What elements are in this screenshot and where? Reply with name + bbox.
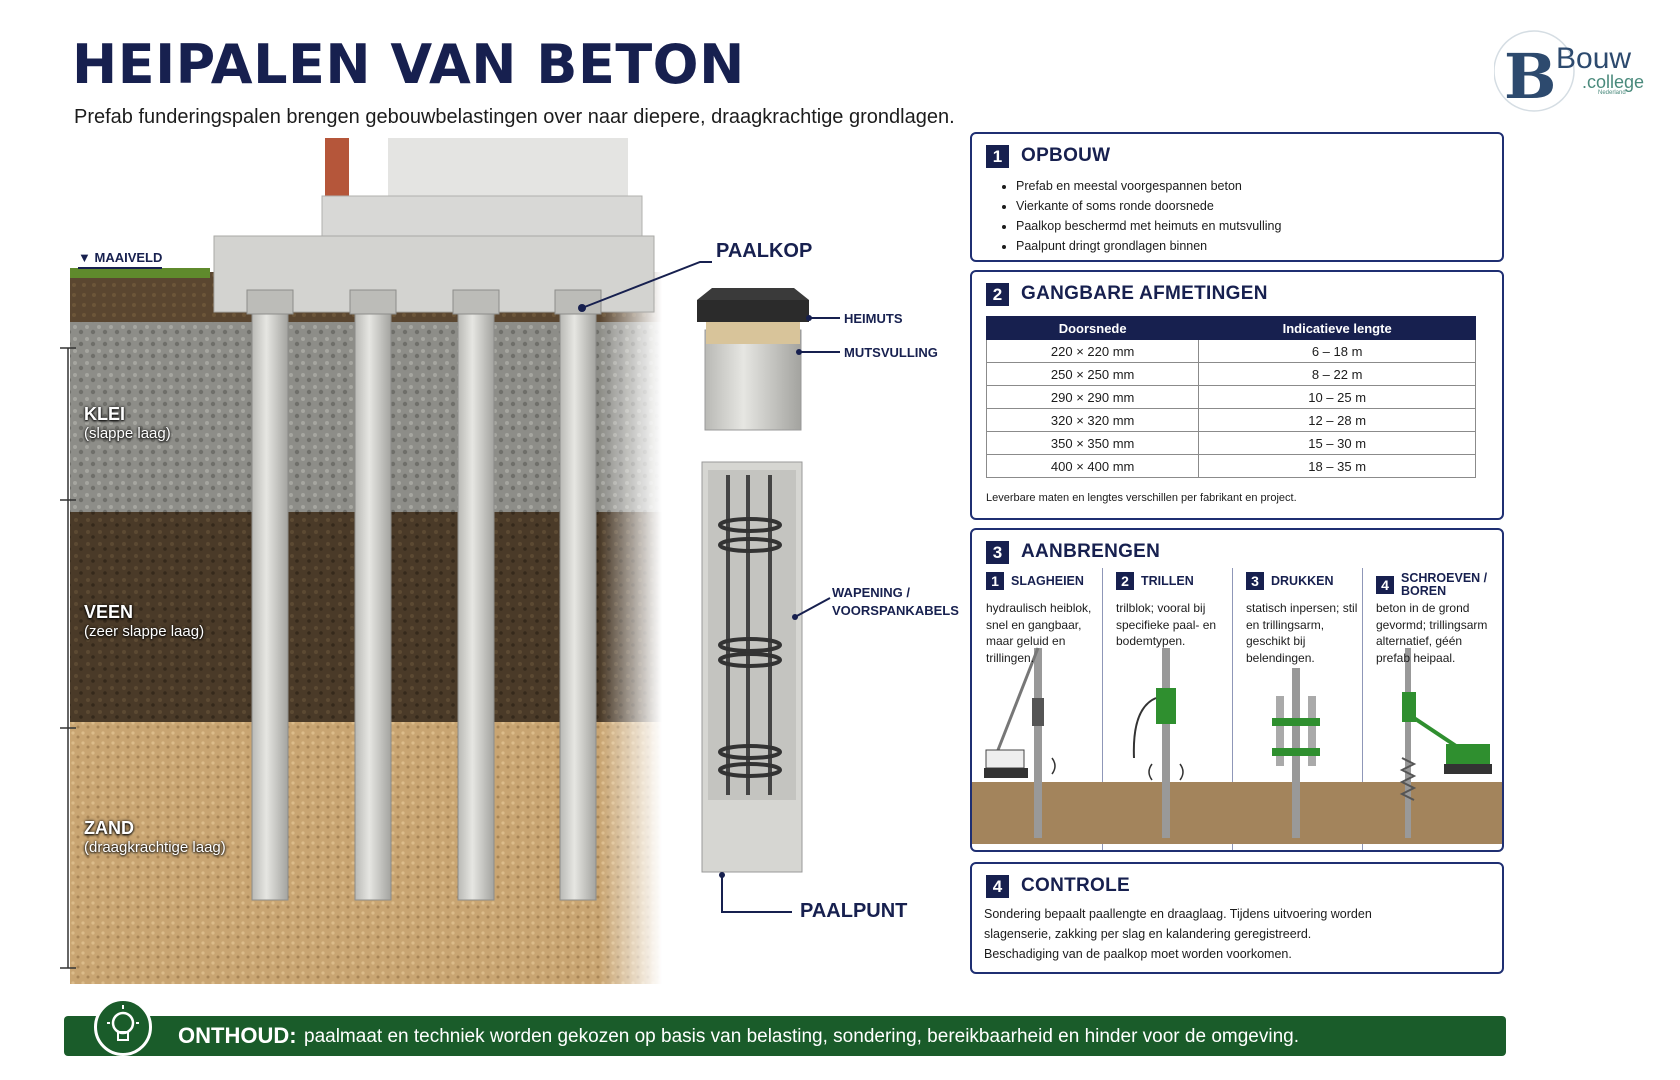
- method-title: DRUKKEN: [1271, 573, 1334, 588]
- method-description: statisch inpersen; stil en trillingsarm,…: [1246, 601, 1358, 665]
- method-number: 1: [986, 572, 1004, 590]
- list-item: Paalpunt dringt grondlagen binnen: [1016, 236, 1281, 256]
- layer-label-veen: VEEN (zeer slappe laag): [84, 602, 205, 640]
- panel-opbouw-header: 1 OPBOUW: [986, 144, 1110, 168]
- table-cell: 12 – 28 m: [1198, 408, 1476, 432]
- mutsvulling-label: MUTSVULLING: [844, 345, 938, 360]
- controle-text: Sondering bepaalt paallengte en draaglaa…: [984, 907, 1372, 961]
- logo-sub: .college: [1582, 72, 1645, 92]
- panel-number: 1: [986, 144, 1009, 168]
- table-cell: 220 × 220 mm: [985, 339, 1200, 363]
- method-number: 2: [1116, 572, 1134, 590]
- pile-head-detail: [697, 288, 840, 431]
- brick-wall: [325, 138, 349, 204]
- onthoud-banner: [64, 1016, 1506, 1056]
- foundation-illustration: [60, 138, 840, 990]
- method-schroeven-boren: 4 SCHROEVEN /BOREN beton in de grond gev…: [1362, 568, 1502, 850]
- panel-afmetingen: 2 GANGBARE AFMETINGEN Doorsnede Indicati…: [970, 270, 1504, 520]
- table-cell: 320 × 320 mm: [985, 408, 1200, 432]
- table-cell: 290 × 290 mm: [985, 385, 1200, 409]
- table-cell: 10 – 25 m: [1198, 385, 1476, 409]
- pile-rebar-detail: [701, 461, 831, 913]
- logo-letter: B: [1504, 40, 1556, 113]
- method-title: TRILLEN: [1141, 573, 1194, 588]
- panel-controle: 4 CONTROLE Sondering bepaalt paallengte …: [970, 862, 1504, 974]
- grass-strip: [70, 268, 210, 278]
- table-cell: 400 × 400 mm: [985, 454, 1200, 478]
- paalpunt-label: PAALPUNT: [800, 900, 908, 922]
- method-number: 4: [1376, 576, 1394, 594]
- dimensions-table: Doorsnede Indicatieve lengte 220 × 220 m…: [985, 316, 1476, 478]
- panel-number: 2: [986, 282, 1009, 306]
- methods-grid: 1 SLAGHEIEN hydraulisch heiblok, snel en …: [972, 568, 1502, 850]
- list-item: Prefab en meestal voorgespannen beton: [1016, 176, 1281, 196]
- panel-afmetingen-header: 2 GANGBARE AFMETINGEN: [986, 282, 1268, 306]
- table-header-row: Doorsnede Indicatieve lengte: [985, 316, 1476, 340]
- table-cell: 18 – 35 m: [1198, 454, 1476, 478]
- heimuts-label: HEIMUTS: [844, 311, 903, 326]
- layer-label-klei: KLEI (slappe laag): [84, 404, 171, 442]
- panel-title: CONTROLE: [1021, 875, 1131, 896]
- table-cell: 250 × 250 mm: [985, 362, 1200, 386]
- panel-aanbrengen-header: 3 AANBRENGEN: [986, 540, 1160, 564]
- logo-tiny: Nederland: [1598, 90, 1626, 96]
- method-title: SCHROEVEN /BOREN: [1401, 571, 1488, 598]
- panel-number: 3: [986, 540, 1009, 564]
- list-item: Vierkante of soms ronde doorsnede: [1016, 196, 1281, 216]
- table-cell: 350 × 350 mm: [985, 431, 1200, 455]
- method-description: hydraulisch heiblok, snel en gangbaar, m…: [986, 601, 1092, 665]
- panel-aanbrengen: 3 AANBRENGEN 1 SLAGHEIEN hydraulisch heib…: [970, 528, 1504, 852]
- opbouw-list: Prefab en meestal voorgespannen beton Vi…: [1002, 176, 1281, 256]
- panel-opbouw: 1 OPBOUW Prefab en meestal voorgespannen…: [970, 132, 1504, 262]
- method-description: beton in de grond gevormd; trillingsarm …: [1376, 601, 1488, 665]
- wapening-label: WAPENING / VOORSPANKABELS: [832, 585, 959, 618]
- method-description: trilblok; vooral bij specifieke paal- en…: [1116, 601, 1217, 648]
- vibratory-hammer-illustration: [1102, 568, 1232, 850]
- paalkop-label: PAALKOP: [716, 240, 813, 262]
- table-cell: 6 – 18 m: [1198, 339, 1476, 363]
- banner-title: ONTHOUD:: [178, 1023, 297, 1048]
- table-cell: 15 – 30 m: [1198, 431, 1476, 455]
- table-cell: 8 – 22 m: [1198, 362, 1476, 386]
- panel-title: AANBRENGEN: [1021, 541, 1161, 562]
- method-drukken: 3 DRUKKEN statisch inpersen; stil en tril…: [1232, 568, 1362, 850]
- lightbulb-icon: [94, 998, 152, 1056]
- panel-title: GANGBARE AFMETINGEN: [1021, 283, 1268, 304]
- pile-driver-illustration: [972, 647, 1102, 844]
- banner-text: paalmaat en techniek worden gekozen op b…: [304, 1026, 1299, 1047]
- panel-number: 4: [986, 874, 1009, 898]
- column-header: Indicatieve lengte: [1198, 316, 1476, 340]
- piles: [246, 289, 602, 901]
- press-in-illustration: [1232, 568, 1362, 850]
- logo-emblem: B: [1493, 30, 1575, 113]
- auger-drilling-illustration: [1362, 568, 1502, 850]
- logo-brand: Bouw: [1556, 42, 1632, 75]
- maaiveld-label: ▼ MAAIVELD: [78, 250, 163, 269]
- method-slagheien: 1 SLAGHEIEN hydraulisch heiblok, snel en …: [972, 568, 1102, 850]
- list-item: Paalkop beschermd met heimuts en mutsvul…: [1016, 216, 1281, 236]
- method-trillen: 2 TRILLEN trilblok; vooral bij specifieke…: [1102, 568, 1232, 850]
- column-header: Doorsnede: [985, 316, 1200, 340]
- method-title: SLAGHEIEN: [1011, 573, 1084, 588]
- bouwcollege-logo: B Bouw .college Nederland: [1493, 28, 1644, 114]
- page-subtitle: Prefab funderingspalen brengen gebouwbel…: [74, 106, 955, 128]
- panel-controle-header: 4 CONTROLE: [986, 874, 1130, 898]
- method-number: 3: [1246, 572, 1264, 590]
- table-note: Leverbare maten en lengtes verschillen p…: [986, 492, 1297, 504]
- panel-title: OPBOUW: [1021, 145, 1111, 166]
- building-wall: [388, 138, 628, 198]
- layer-label-zand: ZAND (draagkrachtige laag): [84, 818, 226, 856]
- page-title: HEIPALEN VAN BETON: [72, 33, 745, 96]
